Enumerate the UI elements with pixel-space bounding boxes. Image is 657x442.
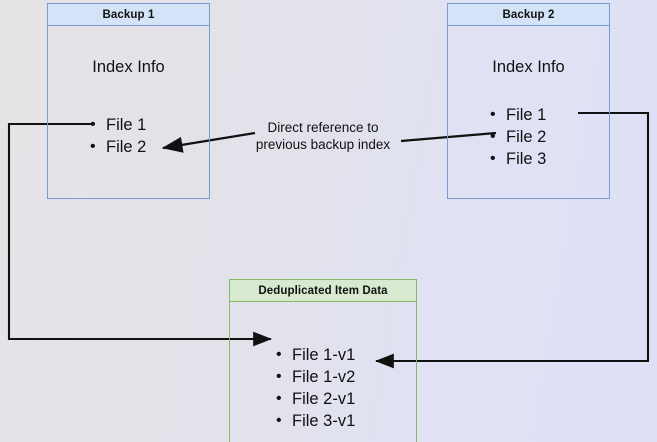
backup-2-header: Backup 2 (448, 4, 609, 26)
backup-1-body: Index Info File 1 File 2 (48, 26, 209, 198)
backup-2-box: Backup 2 Index Info File 1 File 2 File 3 (447, 3, 610, 199)
deduplicated-item-data-box: Deduplicated Item Data File 1-v1 File 1-… (229, 279, 417, 442)
backup-2-body: Index Info File 1 File 2 File 3 (448, 26, 609, 198)
direct-reference-caption: Direct reference to previous backup inde… (243, 119, 403, 153)
list-item: File 1-v1 (276, 344, 355, 366)
list-item: File 2-v1 (276, 388, 355, 410)
backup-2-index-info-label: Index Info (492, 58, 565, 76)
list-item: File 1 (90, 114, 146, 136)
backup-2-file-list: File 1 File 2 File 3 (490, 104, 546, 170)
caption-line-2: previous backup index (255, 137, 391, 152)
caption-line-1: Direct reference to (267, 120, 379, 135)
list-item: File 3-v1 (276, 410, 355, 432)
deduplicated-file-list: File 1-v1 File 1-v2 File 2-v1 File 3-v1 (276, 344, 355, 432)
list-item: File 1-v2 (276, 366, 355, 388)
list-item: File 1 (490, 104, 546, 126)
backup-1-box: Backup 1 Index Info File 1 File 2 (47, 3, 210, 199)
deduplicated-item-data-header: Deduplicated Item Data (230, 280, 416, 302)
deduplicated-item-data-body: File 1-v1 File 1-v2 File 2-v1 File 3-v1 (230, 302, 416, 442)
list-item: File 3 (490, 148, 546, 170)
backup-1-index-info-label: Index Info (92, 58, 165, 76)
list-item: File 2 (90, 136, 146, 158)
backup-1-header: Backup 1 (48, 4, 209, 26)
backup-1-file-list: File 1 File 2 (90, 114, 146, 158)
list-item: File 2 (490, 126, 546, 148)
